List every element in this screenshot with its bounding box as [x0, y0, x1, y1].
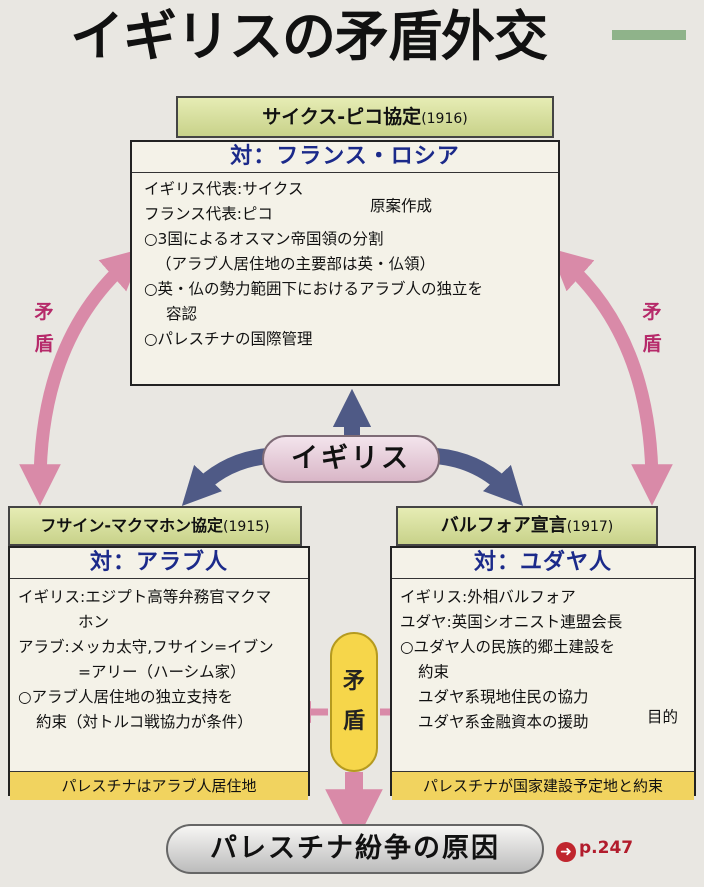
hussein-mcmahon-target: 対：アラブ人	[10, 548, 308, 579]
page-reference[interactable]: ➜p.247	[556, 836, 633, 862]
arrow-to-hussein-mcmahon	[181, 448, 269, 507]
balfour-line: ユダヤ系現地住民の協力	[418, 688, 589, 706]
balfour-name: バルフォア宣言	[440, 515, 567, 536]
hussein-mcmahon-line: 約束（対トルコ戦協力が条件）	[36, 713, 253, 731]
balfour-note: パレスチナが国家建設予定地と約束	[392, 771, 694, 800]
sykes-picot-line: （アラブ人居住地の主要部は英・仏領）	[156, 255, 436, 273]
page-title: イギリスの矛盾外交	[70, 5, 548, 68]
britain-label: イギリス	[262, 435, 440, 483]
arrow-to-balfour	[435, 448, 524, 507]
left-contradiction-arrow	[19, 248, 144, 506]
title-accent-bar	[612, 30, 686, 40]
sykes-picot-name: サイクス-ピコ協定	[262, 106, 422, 128]
sykes-picot-line: ○パレスチナの国際管理	[144, 330, 313, 348]
balfour-box: 対：ユダヤ人 イギリス:外相バルフォア ユダヤ:英国シオニスト連盟会長 ○ユダヤ…	[390, 546, 696, 800]
hussein-mcmahon-name: フサイン-マクマホン協定	[40, 516, 224, 535]
hussein-mcmahon-line: =アリー（ハーシム家）	[78, 663, 246, 681]
sykes-picot-bracket-label: 原案作成	[370, 197, 433, 215]
balfour-line: ユダヤ:英国シオニスト連盟会長	[400, 613, 623, 631]
sykes-picot-line: ○英・仏の勢力範囲下におけるアラブ人の独立を	[144, 280, 484, 298]
right-contradiction-label: 矛盾	[642, 301, 662, 355]
balfour-header: バルフォア宣言(1917)	[396, 506, 658, 546]
balfour-line: イギリス:外相バルフォア	[400, 588, 576, 606]
hussein-mcmahon-line: アラブ:メッカ太守,フサイン=イブン	[18, 638, 274, 656]
sykes-picot-box: 対：フランス・ロシア イギリス代表:サイクス フランス代表:ピコ ○3国によるオ…	[130, 140, 560, 386]
sykes-picot-year: (1916)	[421, 111, 468, 127]
balfour-line: ユダヤ系金融資本の援助	[418, 713, 589, 731]
left-contradiction-label: 矛盾	[34, 301, 54, 355]
hussein-mcmahon-year: (1915)	[223, 519, 270, 535]
center-contradiction-char: 矛	[342, 669, 365, 694]
result-label: パレスチナ紛争の原因	[166, 824, 544, 874]
sykes-picot-target: 対：フランス・ロシア	[132, 142, 558, 173]
balfour-year: (1917)	[566, 519, 614, 535]
sykes-picot-line: 容認	[166, 305, 198, 323]
hussein-mcmahon-header: フサイン-マクマホン協定(1915)	[8, 506, 302, 546]
right-contradiction-arrow	[549, 248, 673, 506]
sykes-picot-line: イギリス代表:サイクス	[144, 180, 304, 198]
arrow-right-icon: ➜	[556, 842, 576, 862]
hussein-mcmahon-line: ホン	[78, 613, 110, 631]
page-reference-text: p.247	[579, 838, 634, 858]
hussein-mcmahon-line: ○アラブ人居住地の独立支持を	[18, 688, 234, 706]
balfour-line: ○ユダヤ人の民族的郷土建設を	[400, 638, 616, 656]
sykes-picot-line: ○3国によるオスマン帝国領の分割	[144, 230, 384, 248]
hussein-mcmahon-line: イギリス:エジプト高等弁務官マクマ	[18, 588, 272, 606]
balfour-line: 約束	[418, 663, 450, 681]
balfour-target: 対：ユダヤ人	[392, 548, 694, 579]
balfour-bracket-label: 目的	[647, 708, 679, 726]
center-contradiction-label: 矛 盾	[330, 632, 378, 772]
hussein-mcmahon-box: 対：アラブ人 イギリス:エジプト高等弁務官マクマ ホン アラブ:メッカ太守,フサ…	[8, 546, 310, 800]
hussein-mcmahon-note: パレスチナはアラブ人居住地	[10, 771, 308, 800]
sykes-picot-header: サイクス-ピコ協定(1916)	[176, 96, 554, 138]
sykes-picot-line: フランス代表:ピコ	[144, 205, 273, 223]
center-contradiction-char: 盾	[342, 709, 365, 734]
